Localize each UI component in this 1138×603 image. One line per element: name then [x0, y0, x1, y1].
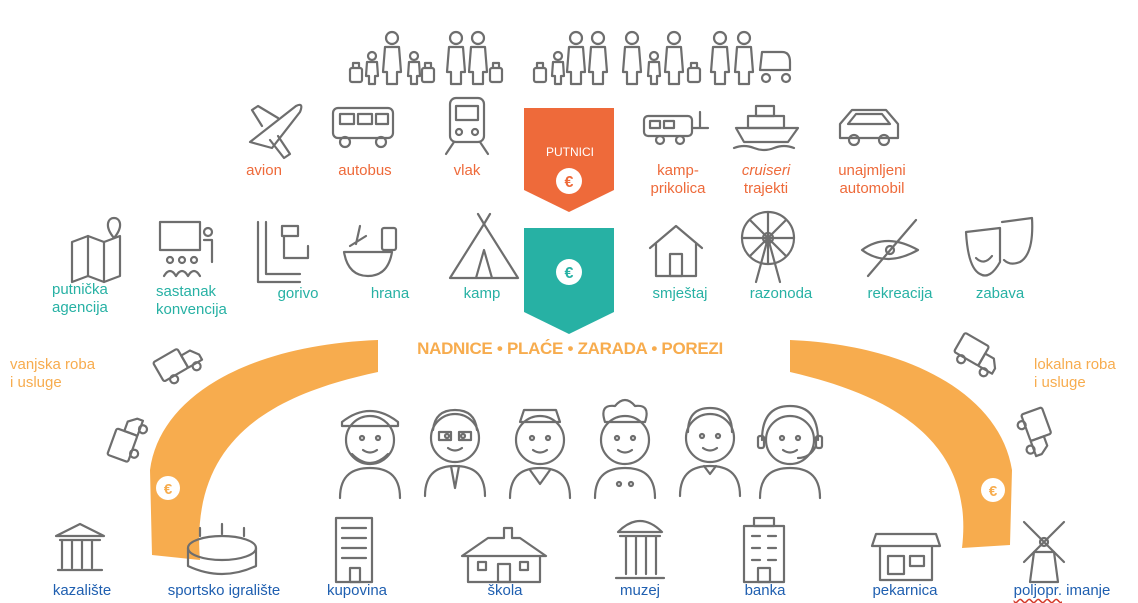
service-label-food: hrana	[370, 285, 410, 302]
community-label-school: škola	[487, 582, 523, 599]
service-label-recreation: rekreacija	[867, 285, 933, 302]
transport-label-rental-car-line1: unajmljeni	[838, 162, 906, 179]
service-label-meeting: sastanak konvencija	[156, 283, 246, 319]
euro-symbol: €	[989, 483, 998, 500]
community-label-farm: poljopr. imanje	[990, 582, 1134, 600]
service-label-agency-line1: putnička	[52, 281, 108, 298]
external-goods-label: vanjska roba i usluge	[10, 356, 120, 392]
community-label-farm-part2: imanje	[1066, 582, 1111, 599]
airplane-icon	[248, 103, 303, 160]
car-icon	[838, 108, 900, 147]
transport-label-airplane: avion	[246, 162, 282, 179]
service-label-agency-line2: agencija	[52, 299, 108, 316]
windmill-icon	[1022, 520, 1066, 584]
local-goods-label: lokalna roba i usluge	[1034, 356, 1134, 392]
fuel-pump-icon	[256, 220, 310, 284]
theater-masks-icon	[964, 216, 1034, 277]
community-label-farm-part1: poljopr.	[1013, 582, 1062, 599]
community-label-shopping: kupovina	[326, 582, 388, 599]
theater-building-icon	[54, 522, 106, 572]
kayak-icon	[860, 218, 920, 278]
transport-label-camper-line1: kamp-	[657, 162, 699, 179]
farmer-icon	[338, 410, 402, 500]
service-label-fuel: gorivo	[277, 285, 319, 302]
truck-icon	[949, 331, 1005, 381]
flow-title: NADNICE • PLAĆE • ZARADA • POREZI	[417, 339, 723, 358]
transport-label-camper-line2: prikolica	[650, 180, 706, 197]
service-label-camp: kamp	[463, 285, 501, 302]
transport-label-bus: autobus	[338, 162, 392, 179]
meeting-icon	[158, 220, 214, 278]
sailor-icon	[508, 408, 572, 500]
truck-icon	[106, 412, 151, 466]
local-goods-line1: lokalna roba	[1034, 356, 1116, 373]
local-workers	[338, 398, 824, 500]
service-label-lodging: smještaj	[652, 285, 708, 302]
travelers-chevron	[524, 108, 614, 212]
community-label-theater: kazalište	[52, 582, 112, 599]
house-icon	[648, 224, 704, 278]
community-label-bank: banka	[744, 582, 786, 599]
service-label-meeting-line2: konvencija	[156, 301, 227, 318]
transport-label-train: vlak	[453, 162, 481, 179]
external-goods-line1: vanjska roba	[10, 356, 96, 373]
euro-symbol: €	[164, 481, 173, 498]
community-label-museum: muzej	[619, 582, 660, 599]
train-icon	[444, 96, 490, 156]
truck-icon	[1013, 406, 1058, 460]
local-goods-line2: i usluge	[1034, 374, 1086, 391]
tent-icon	[448, 212, 520, 280]
transport-label-camper: kamp- prikolica	[638, 162, 718, 198]
bakery-icon	[870, 532, 942, 582]
service-label-entertainment: zabava	[975, 285, 1025, 302]
euro-coin	[156, 476, 180, 500]
transport-label-cruise-line1: cruiseri	[741, 162, 791, 179]
service-label-leisure: razonoda	[749, 285, 813, 302]
transport-label-rental-car: unajmljeni automobil	[822, 162, 922, 198]
map-pin-icon	[70, 216, 122, 284]
euro-coin	[981, 478, 1005, 502]
service-label-agency: putnička agencija	[52, 281, 136, 317]
shopping-building-icon	[334, 516, 374, 584]
external-goods-line2: i usluge	[10, 374, 62, 391]
museum-icon	[614, 519, 666, 580]
truck-icon	[151, 339, 207, 389]
community-label-bakery: pekarnica	[872, 582, 938, 599]
community-label-sports: sportsko igralište	[167, 582, 281, 599]
euro-symbol: €	[565, 174, 574, 191]
euro-coin	[556, 168, 582, 194]
chef-icon	[593, 398, 657, 500]
bus-icon	[331, 106, 395, 149]
call-center-agent-icon	[756, 404, 824, 500]
transport-label-cruise-line2: trajekti	[743, 180, 789, 197]
school-icon	[460, 526, 548, 584]
transport-label-rental-car-line2: automobil	[839, 180, 905, 197]
ship-icon	[732, 104, 800, 152]
businessman-icon	[423, 408, 487, 498]
travelers-label: PUTNICI	[546, 145, 594, 159]
left-flow-arc	[150, 340, 378, 560]
ferris-wheel-icon	[740, 210, 796, 284]
food-bowl-icon	[342, 224, 398, 278]
right-flow-arc	[790, 340, 1012, 548]
euro-symbol: €	[565, 265, 574, 282]
euro-coin	[556, 259, 582, 285]
camper-trailer-icon	[642, 110, 710, 146]
transport-label-cruise: cruiseri trajekti	[726, 162, 806, 198]
service-label-meeting-line1: sastanak	[156, 283, 217, 300]
clerk-icon	[678, 406, 742, 498]
bank-icon	[742, 516, 786, 584]
stadium-icon	[186, 522, 258, 576]
traveler-families-icon	[348, 30, 792, 86]
